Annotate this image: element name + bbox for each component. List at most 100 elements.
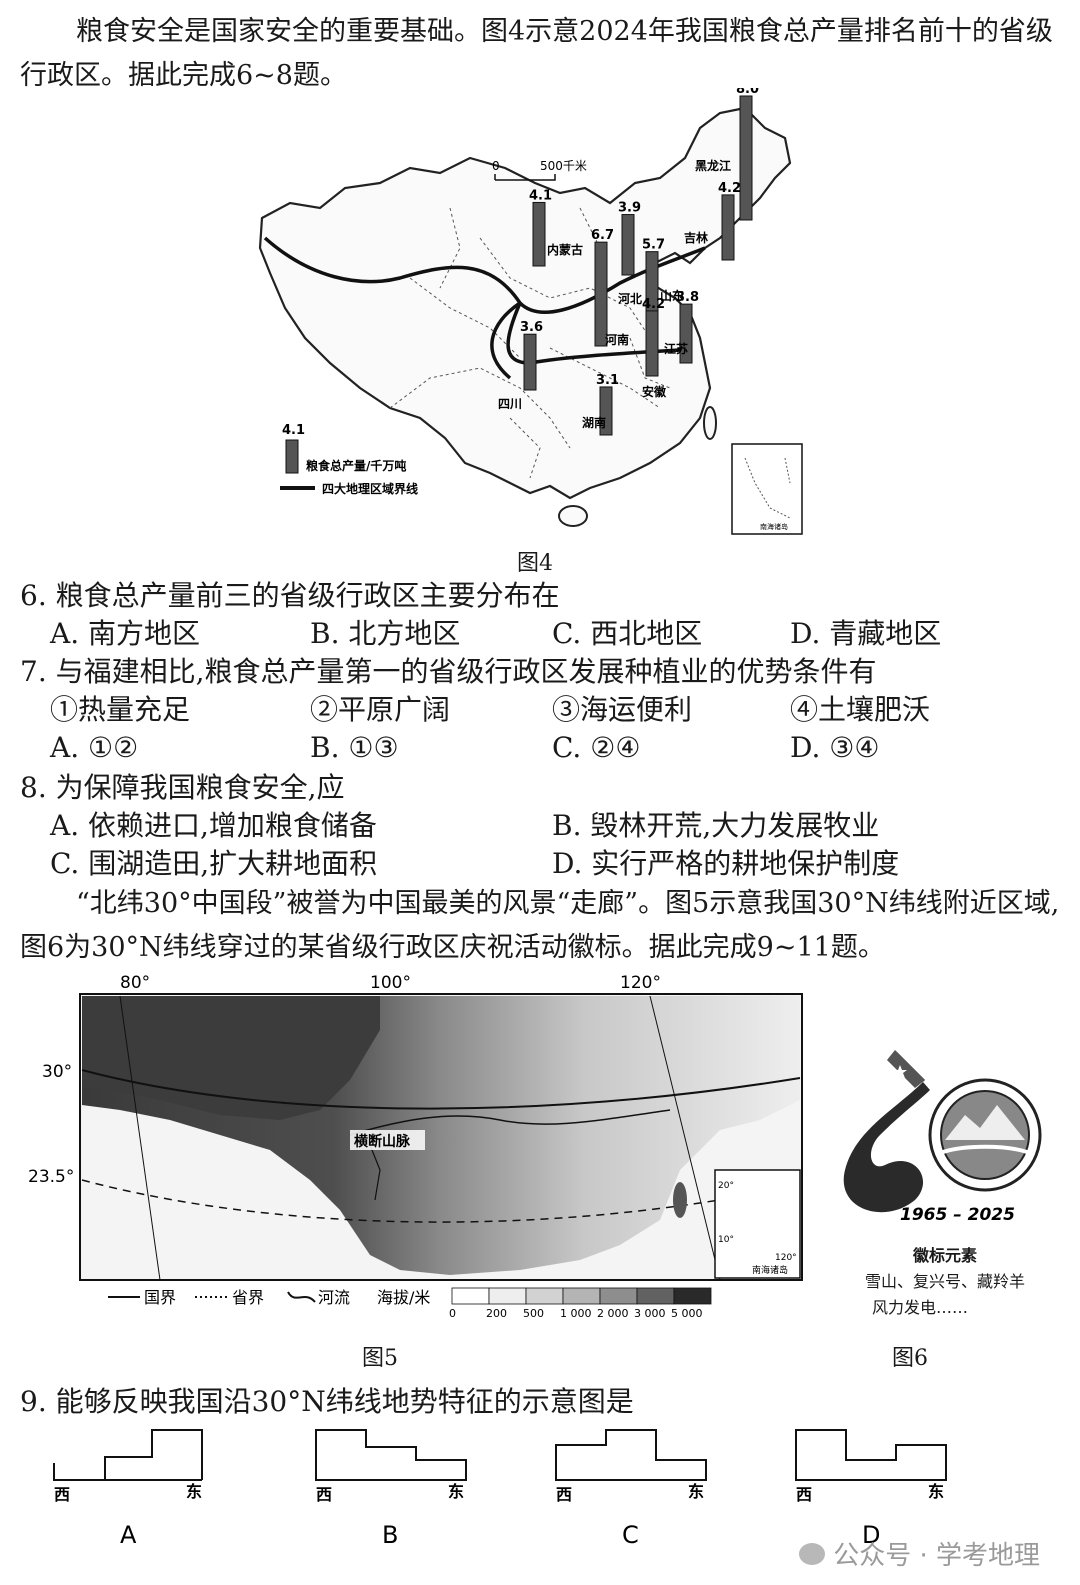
q7-item-3: ③海运便利 — [552, 693, 693, 726]
legend-river-label: 河流 — [318, 1288, 350, 1307]
province-label-7: 江苏 — [664, 341, 688, 356]
lat-label-23-5: 23.5° — [28, 1167, 74, 1187]
q6-option-a[interactable]: A. 南方地区 — [50, 617, 201, 650]
legend-river-swatch — [287, 1291, 316, 1303]
emblem-elements-title: 徽标元素 — [912, 1246, 977, 1265]
elev-tick-5: 3 000 — [634, 1307, 666, 1320]
elev-swatch-5 — [636, 1287, 675, 1305]
province-label-2: 内蒙古 — [547, 242, 583, 257]
tropic-line — [81, 1179, 801, 1223]
emblem-star-icon — [893, 1065, 907, 1078]
river-branch — [369, 1144, 381, 1201]
q9-option-d-profile[interactable]: 西 东 D — [795, 1429, 947, 1549]
province-label-8: 四川 — [498, 397, 522, 411]
q9-d-label: D — [862, 1521, 880, 1549]
q9-d-east: 东 — [928, 1482, 944, 1501]
elev-tick-1: 200 — [486, 1307, 507, 1320]
q6-stem: 6. 粮食总产量前三的省级行政区主要分布在 — [20, 579, 560, 612]
legend-border-label: 国界 — [144, 1288, 176, 1307]
q7-option-b[interactable]: B. ①③ — [310, 731, 399, 764]
bar-1 — [721, 194, 735, 261]
figure-4-caption: 图4 — [517, 551, 553, 576]
mountain-label-bg — [350, 1130, 425, 1150]
q6-option-d[interactable]: D. 青藏地区 — [790, 617, 942, 650]
watermark-text: 公众号 · 学考地理 — [833, 1541, 1040, 1571]
river-yangtze — [349, 1109, 671, 1136]
emblem-flag — [887, 1050, 925, 1088]
scale-zero: 0 — [492, 159, 500, 173]
q9-a-label: A — [120, 1521, 137, 1549]
bar-value-label-3: 3.9 — [618, 201, 641, 216]
mountain-label: 横断山脉 — [354, 1133, 411, 1150]
grain-bars: 8.0黑龙江4.2吉林4.1内蒙古3.9河北5.7山东6.7河南4.2安徽3.8… — [498, 88, 759, 436]
elev-swatch-6 — [673, 1287, 712, 1305]
lat-30-line — [81, 1069, 801, 1110]
legend-bar-swatch — [285, 439, 299, 474]
elev-tick-6: 5 000 — [671, 1307, 703, 1320]
bar-value-label-1: 4.2 — [718, 181, 741, 196]
q6-option-b[interactable]: B. 北方地区 — [310, 617, 461, 650]
elev-tick-2: 500 — [523, 1307, 544, 1320]
q8-option-a[interactable]: A. 依赖进口,增加粮食储备 — [50, 809, 377, 842]
bar-value-label-5: 6.7 — [591, 228, 614, 243]
wechat-icon — [799, 1542, 826, 1565]
province-label-9: 湖南 — [582, 415, 606, 430]
q7-item-4: ④土壤肥沃 — [790, 693, 931, 726]
bar-value-label-0: 8.0 — [736, 88, 759, 97]
q6-option-c[interactable]: C. 西北地区 — [552, 617, 703, 650]
legend-line-label: 四大地理区域界线 — [322, 481, 418, 496]
bar-9 — [599, 386, 613, 436]
elev-swatch-1 — [488, 1287, 527, 1305]
china-outline — [258, 106, 792, 500]
q8-option-b[interactable]: B. 毁林开荒,大力发展牧业 — [552, 809, 880, 842]
wechat-watermark: 公众号 · 学考地理 — [799, 1535, 1040, 1572]
q9-b-east: 东 — [448, 1482, 464, 1501]
inset-lat-10: 10° — [718, 1235, 734, 1245]
elev-swatch-4 — [599, 1287, 638, 1305]
emblem-years: 1965 – 2025 — [900, 1205, 1015, 1225]
q9-option-a-profile[interactable]: 西 东 A — [53, 1429, 203, 1549]
q8-option-c[interactable]: C. 围湖造田,扩大耕地面积 — [50, 847, 378, 880]
figure-6-caption: 图6 — [892, 1346, 928, 1371]
q8-stem: 8. 为保障我国粮食安全,应 — [20, 771, 345, 804]
scale-bar — [494, 174, 556, 181]
bar-value-label-9: 3.1 — [596, 373, 619, 388]
elev-tick-0: 0 — [449, 1307, 456, 1320]
elev-swatch-2 — [525, 1287, 564, 1305]
q9-a-east: 东 — [186, 1482, 202, 1501]
province-label-3: 河北 — [617, 291, 642, 306]
q9-b-west: 西 — [316, 1485, 332, 1504]
q9-option-b-profile[interactable]: 西 东 B — [315, 1429, 467, 1549]
q7-option-a[interactable]: A. ①② — [50, 731, 139, 764]
intro-paragraph-1: 粮食安全是国家安全的重要基础。图4示意2024年我国粮食总产量排名前十的省级行政… — [20, 16, 1053, 91]
plateau-dark — [82, 996, 380, 1120]
q9-d-west: 西 — [796, 1485, 812, 1504]
bar-value-label-6: 4.2 — [642, 297, 665, 312]
elev-tick-3: 1 000 — [560, 1307, 592, 1320]
taiwan-island — [703, 406, 717, 440]
taiwan-island — [673, 1182, 687, 1218]
bar-8 — [523, 333, 537, 391]
q8-option-d[interactable]: D. 实行严格的耕地保护制度 — [552, 847, 900, 880]
south-sea-inset — [714, 1169, 801, 1279]
inset-label: 南海诸岛 — [752, 1264, 788, 1276]
q7-item-2: ②平原广阔 — [310, 693, 451, 726]
bar-value-label-2: 4.1 — [529, 188, 552, 203]
q7-option-c[interactable]: C. ②④ — [552, 731, 641, 764]
q9-c-label: C — [622, 1521, 639, 1549]
meridian-80 — [119, 995, 161, 1281]
bar-0 — [739, 95, 753, 221]
q9-a-west: 西 — [54, 1485, 70, 1504]
bar-5 — [594, 241, 608, 347]
q9-stem: 9. 能够反映我国沿30°N纬线地势特征的示意图是 — [20, 1385, 634, 1418]
bar-2 — [532, 201, 546, 267]
figure-6-emblem: 1965 – 2025 — [843, 1050, 1042, 1225]
bar-3 — [621, 214, 635, 276]
figure-4-map: 0 500千米 8.0黑龙江4.2吉林4.1内蒙古3.9河北5.7山东6.7河南… — [258, 88, 803, 535]
emblem-elements-line1: 雪山、复兴号、藏羚羊 — [864, 1272, 1025, 1291]
q7-option-d[interactable]: D. ③④ — [790, 731, 880, 764]
figure-5-caption: 图5 — [362, 1346, 398, 1371]
lon-label-100: 100° — [370, 973, 411, 993]
q9-option-c-profile[interactable]: 西 东 C — [555, 1429, 707, 1549]
inset-label: 南海诸岛 — [760, 522, 788, 531]
